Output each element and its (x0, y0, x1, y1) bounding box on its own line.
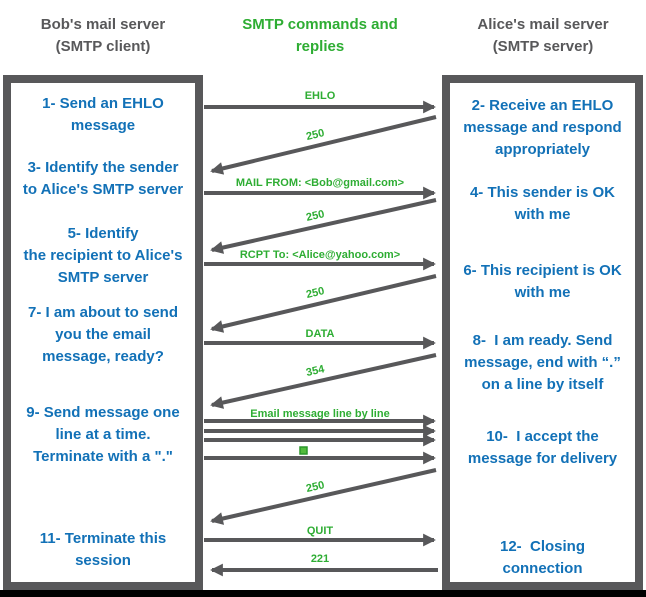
server-step-2: 2- Receive an EHLO message and respond a… (463, 97, 622, 158)
server-step-6: 6- This recipient is OK with me (463, 262, 622, 301)
arrow-250-mail (210, 198, 437, 254)
arrow-250-rcpt (210, 274, 437, 333)
client-step-5: 5- Identify the recipient to Alice's SMT… (23, 225, 183, 286)
server-column-header: Alice's mail server (SMTP server) (477, 16, 609, 55)
client-column-header: Bob's mail server (SMTP client) (40, 16, 166, 55)
client-step-9: 9- Send message one line at a time. Term… (26, 404, 180, 465)
server-step-4: 4- This sender is OK with me (469, 184, 616, 223)
arrow-label-quit: QUIT (307, 525, 334, 537)
server-step-12: 12- Closing connection (499, 538, 585, 577)
arrow-label-ehlo: EHLO (305, 90, 336, 102)
arrow-label-354: 354 (305, 363, 326, 379)
arrow-label-250-mail: 250 (305, 208, 326, 224)
server-box (442, 75, 643, 590)
client-step-7: 7- I am about to send you the email mess… (27, 304, 178, 365)
arrow-250-ehlo (210, 115, 437, 175)
arrow-label-mail-from: MAIL FROM: <Bob@gmail.com> (236, 177, 404, 189)
client-step-11: 11- Terminate this session (39, 530, 167, 569)
arrow-label-email-lines: Email message line by line (250, 408, 389, 420)
arrow-label-250-rcpt: 250 (305, 285, 326, 301)
client-box (3, 75, 203, 590)
arrow-label-data: DATA (306, 328, 335, 340)
server-step-8: 8- I am ready. Send message, end with “.… (464, 332, 621, 393)
arrow-label-rcpt-to: RCPT To: <Alice@yahoo.com> (240, 249, 400, 261)
bottom-border (0, 590, 646, 597)
client-step-1: 1- Send an EHLO message (42, 95, 164, 134)
server-step-10: 10- I accept the message for delivery (467, 428, 618, 467)
client-step-3: 3- Identify the sender to Alice's SMTP s… (22, 159, 184, 198)
arrow-250-data (210, 468, 437, 525)
terminating-dot-icon (299, 446, 308, 455)
arrow-354 (210, 353, 437, 409)
arrow-label-250-data: 250 (305, 479, 326, 495)
arrow-label-250-ehlo: 250 (305, 127, 326, 143)
middle-column-header: SMTP commands and replies (242, 16, 398, 55)
arrow-label-221: 221 (311, 553, 329, 565)
